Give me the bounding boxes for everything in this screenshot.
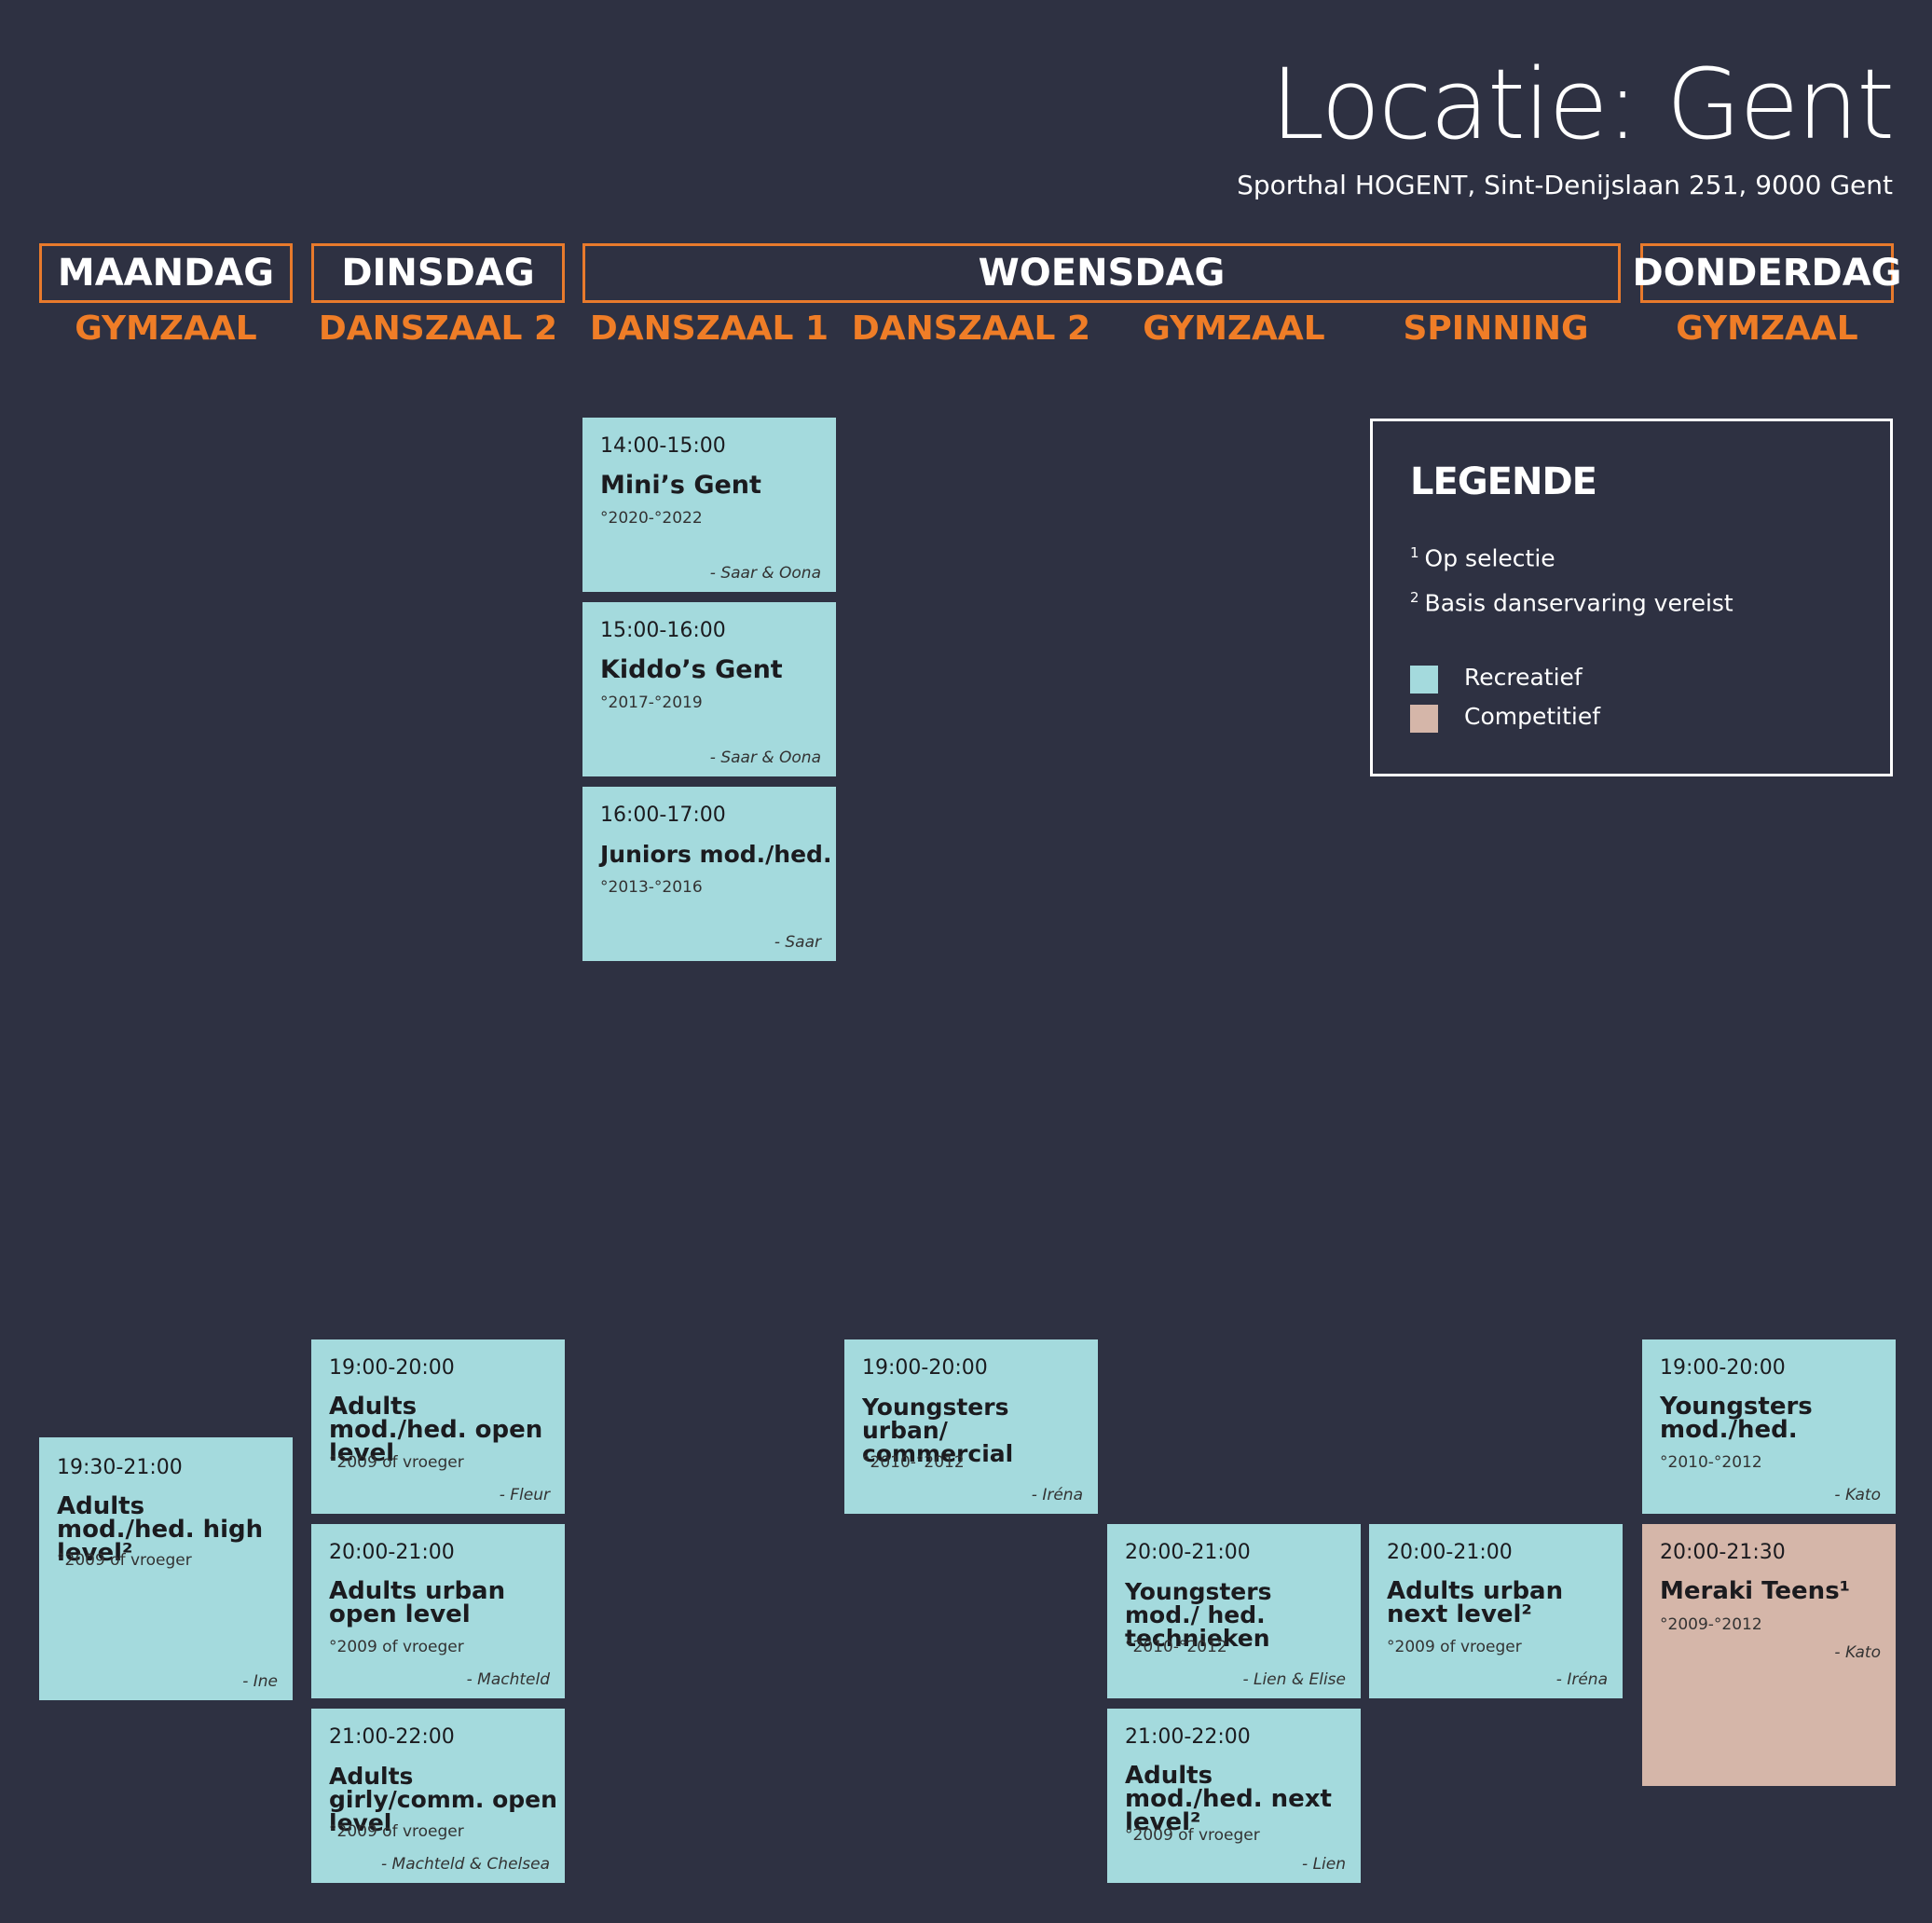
class-name: Adults urban open level bbox=[329, 1577, 506, 1628]
class-card-adults-girly-comm-open-level[interactable]: 21:00-22:00 Adults girly/comm. open leve… bbox=[311, 1709, 565, 1883]
class-card-meraki-teens[interactable]: 20:00-21:30 Meraki Teens¹ °2009-°2012 - … bbox=[1642, 1524, 1896, 1786]
class-coach: - Lien bbox=[1302, 1855, 1346, 1874]
class-time: 20:00-21:00 bbox=[329, 1541, 455, 1564]
day-header-wednesday: WOENSDAG bbox=[582, 243, 1621, 303]
class-coach: - Machteld & Chelsea bbox=[380, 1855, 550, 1874]
class-birth-years: °2010-°2012 bbox=[1125, 1638, 1227, 1656]
class-birth-years: °2013-°2016 bbox=[600, 878, 703, 897]
day-header-monday: MAANDAG bbox=[39, 243, 293, 303]
class-card-adults-mod-hed-open-level[interactable]: 19:00-20:00 Adults mod./hed. open level … bbox=[311, 1339, 565, 1514]
room-label-tuesday-danszaal-2: DANSZAAL 2 bbox=[318, 309, 558, 348]
class-card-youngsters-mod-hed-technieken[interactable]: 20:00-21:00 Youngsters mod./ hed. techni… bbox=[1107, 1524, 1361, 1698]
class-name: Juniors mod./hed. bbox=[600, 841, 832, 868]
legend-box: LEGENDE 1 Op selectie 2 Basis danservaring… bbox=[1370, 419, 1893, 776]
class-time: 16:00-17:00 bbox=[600, 804, 726, 827]
class-time: 15:00-16:00 bbox=[600, 619, 726, 642]
location-address: Sporthal HOGENT, Sint-Denijslaan 251, 90… bbox=[1237, 170, 1893, 200]
footnote-mark-2: 2 bbox=[1410, 589, 1419, 606]
class-time: 19:00-20:00 bbox=[862, 1356, 988, 1380]
legend-note-2-text: Basis danservaring vereist bbox=[1424, 589, 1733, 617]
class-birth-years: °2020-°2022 bbox=[600, 509, 703, 528]
recreatief-label: Recreatief bbox=[1464, 664, 1583, 691]
class-name: Meraki Teens¹ bbox=[1660, 1577, 1851, 1605]
class-time: 20:00-21:00 bbox=[1387, 1541, 1513, 1564]
day-header-thursday: DONDERDAG bbox=[1633, 243, 1902, 303]
class-coach: - Iréna bbox=[1031, 1486, 1083, 1504]
class-time: 21:00-22:00 bbox=[1125, 1725, 1251, 1749]
room-label-wednesday-danszaal-2: DANSZAAL 2 bbox=[851, 309, 1091, 348]
class-card-adults-mod-hed-next-level[interactable]: 21:00-22:00 Adults mod./hed. next level²… bbox=[1107, 1709, 1361, 1883]
class-birth-years: °2017-°2019 bbox=[600, 694, 703, 712]
class-coach: - Machteld bbox=[466, 1670, 550, 1689]
room-label-thursday-gymzaal: GYMZAAL bbox=[1676, 309, 1858, 348]
class-time: 19:30-21:00 bbox=[57, 1456, 183, 1479]
competitief-label: Competitief bbox=[1464, 703, 1601, 730]
legend-note-1-text: Op selectie bbox=[1424, 544, 1555, 572]
room-label-wednesday-danszaal-1: DANSZAAL 1 bbox=[589, 309, 829, 348]
class-coach: - Kato bbox=[1834, 1643, 1881, 1662]
class-coach: - Saar bbox=[774, 933, 821, 952]
class-time: 14:00-15:00 bbox=[600, 434, 726, 458]
class-name: Adults urban next level² bbox=[1387, 1577, 1564, 1628]
class-coach: - Iréna bbox=[1555, 1670, 1608, 1689]
class-card-kiddos-gent[interactable]: 15:00-16:00 Kiddo’s Gent °2017-°2019 - S… bbox=[582, 602, 836, 776]
class-birth-years: °2010-°2012 bbox=[1660, 1453, 1762, 1472]
class-name: Adults mod./hed. open level bbox=[329, 1393, 543, 1467]
class-time: 19:00-20:00 bbox=[1660, 1356, 1786, 1380]
class-name: Mini’s Gent bbox=[600, 471, 761, 500]
class-card-juniors[interactable]: 16:00-17:00 Juniors mod./hed. °2013-°201… bbox=[582, 787, 836, 961]
class-coach: - Lien & Elise bbox=[1242, 1670, 1346, 1689]
room-label-monday-gymzaal: GYMZAAL bbox=[75, 309, 257, 348]
class-card-youngsters-mod-hed[interactable]: 19:00-20:00 Youngsters mod./hed. °2010-°… bbox=[1642, 1339, 1896, 1514]
class-coach: - Kato bbox=[1834, 1486, 1881, 1504]
class-time: 19:00-20:00 bbox=[329, 1356, 455, 1380]
class-name: Adults mod./hed. next level² bbox=[1125, 1762, 1332, 1836]
recreatief-swatch bbox=[1410, 666, 1438, 694]
class-birth-years: °2009 of vroeger bbox=[329, 1453, 464, 1472]
page-title: Locatie: Gent bbox=[1270, 48, 1895, 161]
class-coach: - Saar & Oona bbox=[709, 564, 821, 583]
class-time: 20:00-21:30 bbox=[1660, 1541, 1786, 1564]
class-card-adults-urban-next-level[interactable]: 20:00-21:00 Adults urban next level² °20… bbox=[1369, 1524, 1623, 1698]
legend-note-2: 2 Basis danservaring vereist bbox=[1410, 589, 1733, 616]
day-header-tuesday: DINSDAG bbox=[311, 243, 565, 303]
class-birth-years: °2009 of vroeger bbox=[329, 1638, 464, 1656]
class-birth-years: °2009 of vroeger bbox=[1125, 1826, 1260, 1845]
class-card-youngsters-urban-commercial[interactable]: 19:00-20:00 Youngsters urban/ commercial… bbox=[844, 1339, 1098, 1514]
class-name: Adults mod./hed. high level² bbox=[57, 1492, 264, 1567]
class-time: 21:00-22:00 bbox=[329, 1725, 455, 1749]
room-label-wednesday-spinning: SPINNING bbox=[1403, 309, 1589, 348]
class-birth-years: °2009 of vroeger bbox=[57, 1551, 192, 1570]
class-name: Youngsters mod./ hed. technieken bbox=[1125, 1578, 1272, 1652]
footnote-mark-1: 1 bbox=[1410, 544, 1419, 561]
class-name: Kiddo’s Gent bbox=[600, 655, 783, 684]
class-card-adults-mod-hed-high-level[interactable]: 19:30-21:00 Adults mod./hed. high level²… bbox=[39, 1437, 293, 1700]
class-name: Youngsters urban/ commercial bbox=[862, 1394, 1014, 1467]
competitief-swatch bbox=[1410, 705, 1438, 733]
class-coach: - Fleur bbox=[499, 1486, 550, 1504]
class-birth-years: °2009-°2012 bbox=[1660, 1615, 1762, 1634]
legend-note-1: 1 Op selectie bbox=[1410, 544, 1555, 571]
class-coach: - Ine bbox=[242, 1672, 278, 1691]
legend-title: LEGENDE bbox=[1410, 460, 1597, 503]
class-time: 20:00-21:00 bbox=[1125, 1541, 1251, 1564]
class-birth-years: °2009 of vroeger bbox=[1387, 1638, 1522, 1656]
class-card-minis-gent[interactable]: 14:00-15:00 Mini’s Gent °2020-°2022 - Sa… bbox=[582, 418, 836, 592]
class-name: Adults girly/comm. open level bbox=[329, 1763, 557, 1836]
class-coach: - Saar & Oona bbox=[709, 749, 821, 767]
class-birth-years: °2009 of vroeger bbox=[329, 1822, 464, 1841]
class-name: Youngsters mod./hed. bbox=[1660, 1393, 1813, 1444]
room-label-wednesday-gymzaal: GYMZAAL bbox=[1143, 309, 1325, 348]
class-birth-years: °2010-°2012 bbox=[862, 1453, 965, 1472]
class-card-adults-urban-open-level[interactable]: 20:00-21:00 Adults urban open level °200… bbox=[311, 1524, 565, 1698]
